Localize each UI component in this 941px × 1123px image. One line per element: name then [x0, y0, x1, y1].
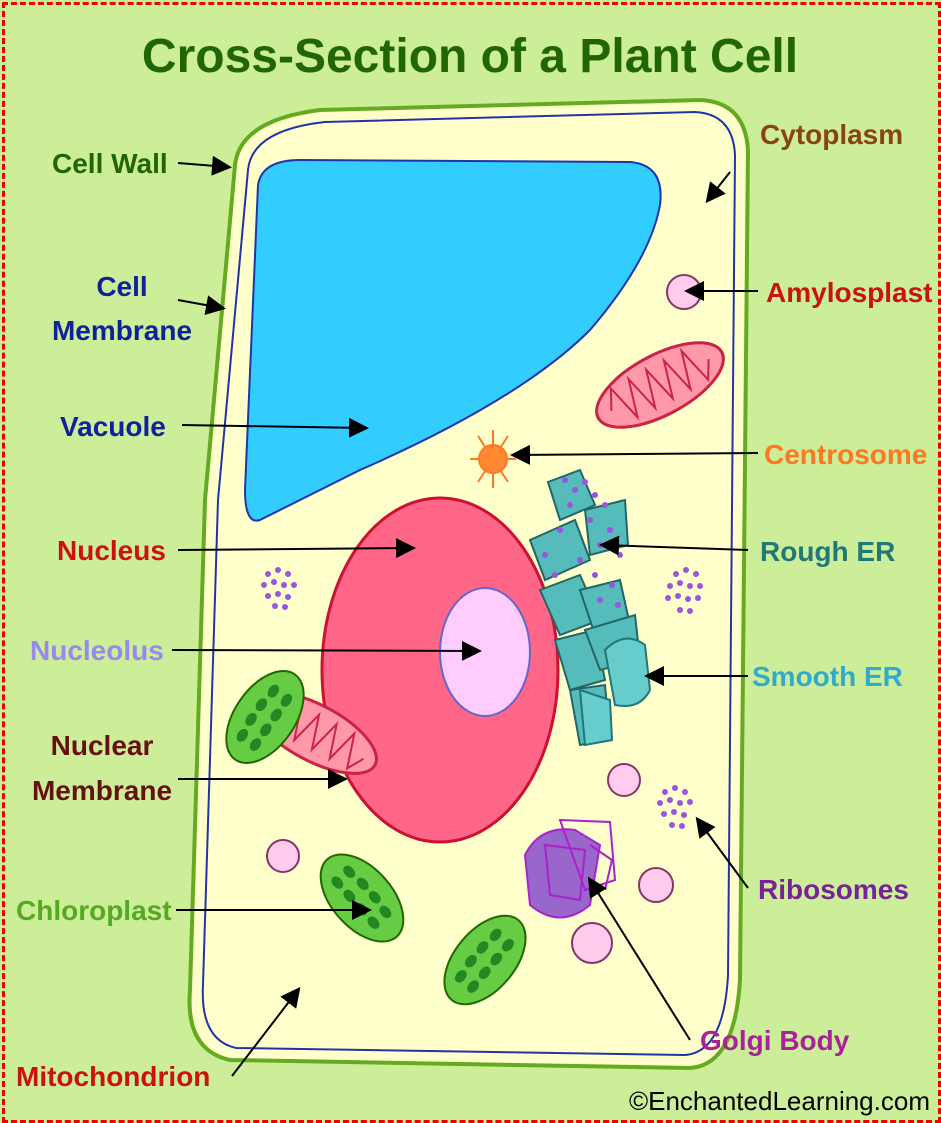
label-mitochondrion: Mitochondrion [16, 1061, 210, 1092]
label-nucleolus: Nucleolus [30, 635, 164, 666]
nucleolus [440, 588, 530, 716]
label-nuclear-membrane-line1: Nuclear [51, 730, 154, 761]
label-vacuole: Vacuole [60, 411, 166, 442]
label-cell-wall: Cell Wall [52, 148, 168, 179]
label-amylosplast: Amylosplast [766, 277, 933, 308]
vesicle [608, 764, 640, 796]
label-cytoplasm: Cytoplasm [760, 119, 903, 150]
label-ribosomes: Ribosomes [758, 874, 909, 905]
label-nuclear-membrane-line2: Membrane [32, 775, 172, 806]
label-rough-er: Rough ER [760, 536, 895, 567]
label-smooth-er: Smooth ER [752, 661, 903, 692]
label-cell-membrane-line2: Membrane [52, 315, 192, 346]
vesicle [267, 840, 299, 872]
arrow-cell-wall [178, 163, 228, 167]
label-chloroplast: Chloroplast [16, 895, 172, 926]
vesicle [639, 868, 673, 902]
label-centrosome: Centrosome [764, 439, 927, 470]
vesicle [572, 923, 612, 963]
arrow-nucleolus [172, 650, 478, 651]
label-golgi-body: Golgi Body [700, 1025, 850, 1056]
label-nucleus: Nucleus [57, 535, 166, 566]
label-cell-membrane-line1: Cell [96, 271, 147, 302]
arrow-cell-membrane [178, 300, 222, 308]
diagram-title: Cross-Section of a Plant Cell [142, 30, 798, 83]
credit-text: ©EnchantedLearning.com [629, 1086, 930, 1116]
